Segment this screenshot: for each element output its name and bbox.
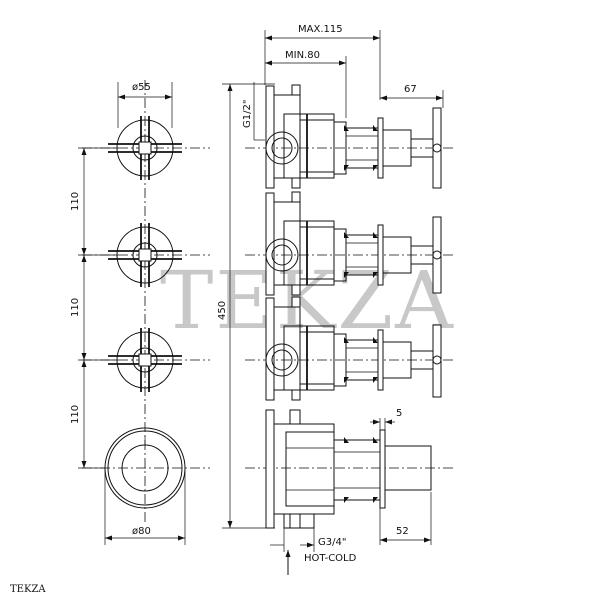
knob-diameter-label: ø55 (132, 82, 151, 93)
handle-depth-label: 67 (404, 84, 417, 95)
valve-body-3 (245, 296, 455, 401)
thermostat-depth-label: 52 (396, 526, 409, 537)
front-view: ø55 (70, 80, 210, 545)
cross-handle-3 (82, 328, 210, 392)
total-height-label: 450 (217, 301, 228, 320)
thread-top-label: G1/2" (242, 100, 253, 128)
thermostat-body (245, 409, 455, 529)
inlet-label: HOT-COLD (304, 553, 357, 564)
thread-bottom-label: G3/4" (318, 537, 346, 548)
valve-body-2 (245, 191, 455, 296)
cross-handle-1 (82, 116, 210, 180)
valve-body-1 (245, 84, 455, 189)
side-view: 450 MAX.115 MIN.80 67 G1/2" (217, 24, 455, 575)
plate-diameter-label: ø80 (132, 526, 151, 537)
spacing-3-label: 110 (70, 405, 81, 424)
spacing-1-label: 110 (70, 192, 81, 211)
max-width-label: MAX.115 (298, 24, 343, 35)
min-width-label: MIN.80 (285, 50, 320, 61)
brand-logo: TEKZA (10, 584, 46, 595)
plate-thickness-label: 5 (396, 408, 402, 419)
spacing-2-label: 110 (70, 298, 81, 317)
